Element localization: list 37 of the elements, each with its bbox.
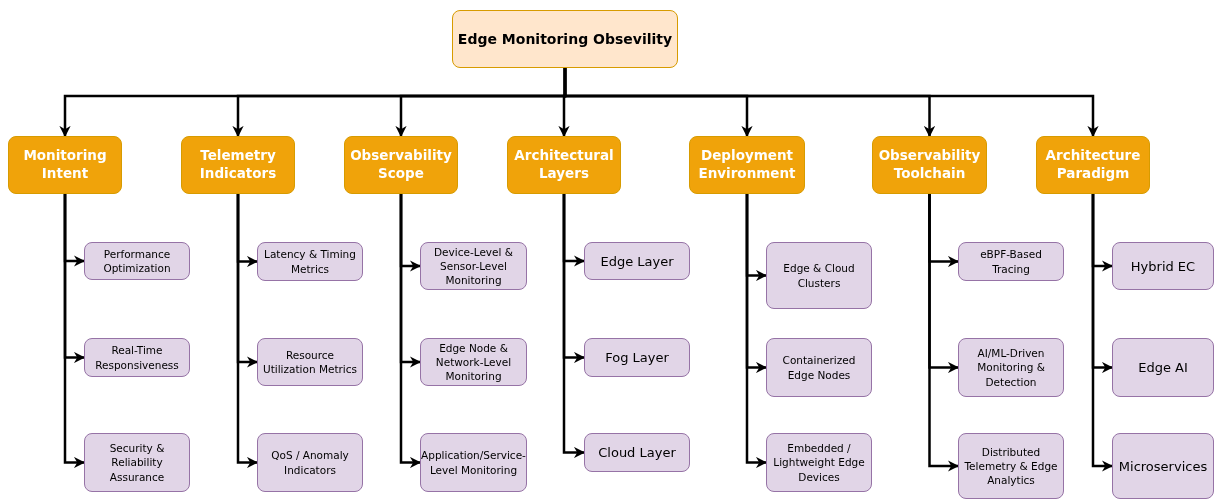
leaf-box: Device-Level & Sensor-Level Monitoring [420,242,527,290]
category-box: Architecture Paradigm [1036,136,1150,194]
leaf-box: Distributed Telemetry & Edge Analytics [958,433,1064,499]
category-box: Observability Scope [344,136,458,194]
arrow [745,194,768,469]
arrow [236,194,259,469]
category-box: Monitoring Intent [8,136,122,194]
leaf-box: Latency & Timing Metrics [257,242,363,281]
arrow [928,194,960,472]
arrow [1091,194,1114,472]
leaf-box: Edge Node & Network-Level Monitoring [420,338,527,386]
leaf-box: Edge AI [1112,338,1214,397]
leaf-box: Performance Optimization [84,242,190,280]
leaf-box: Application/Service-Level Monitoring [420,433,527,492]
leaf-box: QoS / Anomaly Indicators [257,433,363,492]
arrow [563,68,1099,138]
leaf-box: AI/ML-Driven Monitoring & Detection [958,338,1064,397]
category-box: Telemetry Indicators [181,136,295,194]
arrow [63,194,86,469]
arrow [562,194,586,459]
leaf-box: Edge Layer [584,242,690,280]
leaf-box: Security & Reliability Assurance [84,433,190,492]
leaf-box: Cloud Layer [584,433,690,472]
leaf-box: Containerized Edge Nodes [766,338,872,397]
root-box: Edge Monitoring Obsevility [452,10,678,68]
category-box: Architectural Layers [507,136,621,194]
leaf-box: Real-Time Responsiveness [84,338,190,377]
category-box: Deployment Environment [689,136,805,194]
leaf-box: Hybrid EC [1112,242,1214,290]
leaf-box: Microservices [1112,433,1214,499]
arrow [399,194,422,469]
leaf-box: Resource Utilization Metrics [257,338,363,386]
category-box: Observability Toolchain [872,136,987,194]
leaf-box: Fog Layer [584,338,690,377]
leaf-box: Edge & Cloud Clusters [766,242,872,309]
leaf-box: eBPF-Based Tracing [958,242,1064,281]
leaf-box: Embedded / Lightweight Edge Devices [766,433,872,492]
